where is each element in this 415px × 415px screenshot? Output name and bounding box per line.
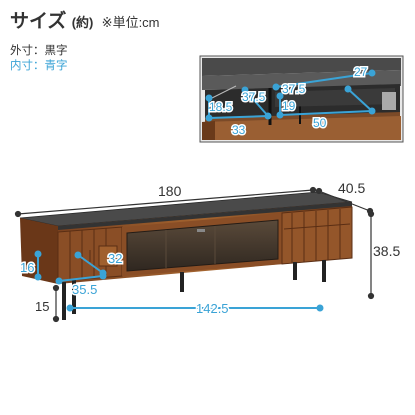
shelf-right-height-label: 19 [282, 99, 296, 113]
shelf-right-top-depth-label: 27 [354, 65, 368, 79]
floor-clearance-width-label: 142.5 [196, 301, 229, 316]
leg-height-label: 15 [35, 299, 49, 314]
shelf-right-width-label: 50 [313, 116, 327, 130]
title-main: サイズ [10, 11, 67, 32]
legend-inner-dims: 内寸：青字 [10, 60, 68, 72]
drawer-height-label: 16 [20, 260, 34, 275]
outer-dimension-lines [14, 186, 375, 323]
right-door [281, 206, 353, 265]
unit-note: ※単位:cm [101, 15, 160, 30]
width-label: 180 [158, 183, 182, 199]
shelf-left-width-label: 33 [232, 123, 246, 137]
height-label: 38.5 [373, 243, 400, 259]
shelf-right-mid-depth-label: 37.5 [282, 82, 306, 96]
title-approx: (約) [71, 15, 94, 30]
outer-dimension-labels: 180 40.5 38.5 15 [35, 180, 400, 314]
glass-door [122, 213, 282, 276]
inset-inner-labels: 18.5 37.5 33 27 37.5 19 50 [208, 64, 370, 139]
main-inner-dimension-lines [34, 250, 324, 312]
shelf-left-height-label: 18.5 [209, 100, 233, 114]
inset-inner-dimension-lines [205, 69, 376, 122]
depth-label: 40.5 [338, 180, 365, 196]
tv-board [19, 191, 353, 320]
left-drawer [57, 226, 123, 282]
drawer-depth-label: 32 [108, 251, 122, 266]
main-inner-labels: 16 32 35.5 142.5 [19, 250, 231, 318]
drawer-width-label: 35.5 [72, 282, 97, 297]
legend-outer-dims: 外寸：黒字 [10, 45, 68, 57]
inset-shelf-closeup [199, 55, 404, 143]
legs [62, 260, 326, 320]
page-title: サイズ (約) ※単位:cm [10, 6, 160, 33]
shelf-left-depth-label: 37.5 [242, 90, 266, 104]
